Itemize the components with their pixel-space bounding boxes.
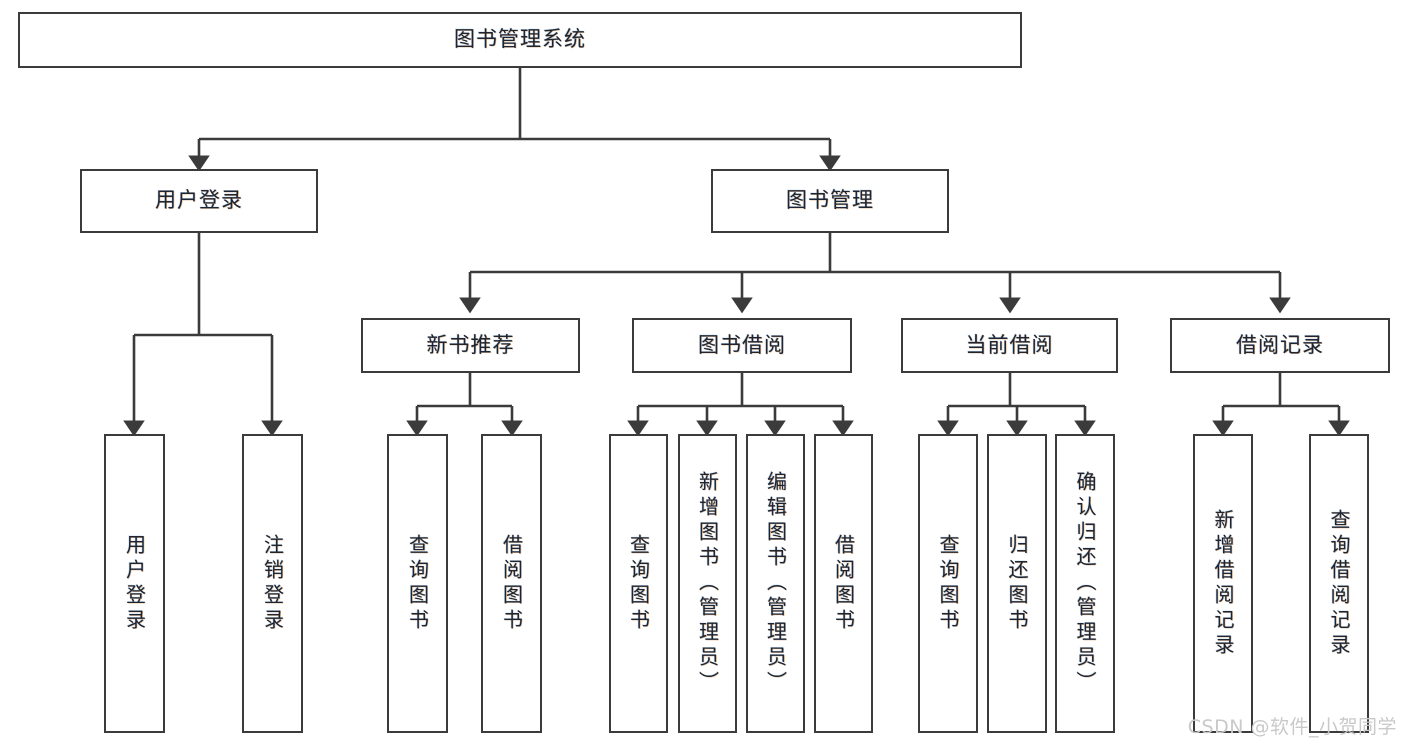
node-book-borrow[interactable]: 图书借阅 [632, 318, 852, 373]
leaf-return-book[interactable]: 归还图书 [987, 434, 1047, 733]
leaf-user-login[interactable]: 用户登录 [104, 434, 165, 733]
leaf-edit-book-admin[interactable]: 编辑图书（管理员） [746, 434, 805, 733]
node-label: 图书借阅 [698, 332, 786, 357]
node-label: 借阅记录 [1236, 332, 1324, 357]
node-label: 图书管理系统 [454, 27, 586, 52]
node-label: 借阅图书 [831, 533, 856, 634]
leaf-add-borrow-record[interactable]: 新增借阅记录 [1193, 434, 1253, 733]
node-label: 新增图书（管理员） [695, 471, 720, 696]
csdn-watermark: CSDN @软件_小贺同学 [1187, 716, 1397, 738]
leaf-query-book-recommend[interactable]: 查询图书 [387, 434, 448, 733]
node-label: 确认归还（管理员） [1073, 471, 1097, 696]
node-label: 编辑图书（管理员） [763, 471, 788, 696]
node-user-login[interactable]: 用户登录 [80, 169, 318, 233]
leaf-query-borrow-record[interactable]: 查询借阅记录 [1309, 434, 1369, 733]
node-root-book-management-system[interactable]: 图书管理系统 [18, 12, 1022, 68]
node-label: 归还图书 [1005, 533, 1029, 634]
node-borrow-record[interactable]: 借阅记录 [1170, 318, 1390, 373]
leaf-borrow-book[interactable]: 借阅图书 [814, 434, 873, 733]
node-label: 借阅图书 [499, 533, 524, 634]
node-current-borrow[interactable]: 当前借阅 [901, 318, 1118, 373]
node-label: 当前借阅 [965, 332, 1054, 357]
node-label: 新增借阅记录 [1211, 508, 1235, 659]
node-label: 查询借阅记录 [1327, 508, 1351, 659]
leaf-confirm-return-admin[interactable]: 确认归还（管理员） [1055, 434, 1115, 733]
node-label: 新书推荐 [426, 332, 515, 357]
leaf-add-book-admin[interactable]: 新增图书（管理员） [678, 434, 737, 733]
node-label: 用户登录 [155, 188, 243, 213]
node-label: 查询图书 [626, 533, 651, 634]
node-label: 注销登录 [260, 533, 285, 634]
leaf-query-book-current[interactable]: 查询图书 [918, 434, 978, 733]
leaf-borrow-book-recommend[interactable]: 借阅图书 [481, 434, 542, 733]
node-book-management[interactable]: 图书管理 [711, 169, 949, 233]
node-label: 图书管理 [786, 188, 874, 213]
node-new-book-recommend[interactable]: 新书推荐 [361, 318, 580, 373]
node-label: 查询图书 [936, 533, 960, 634]
node-label: 用户登录 [122, 533, 147, 634]
node-label: 查询图书 [405, 533, 430, 634]
leaf-query-book-borrow[interactable]: 查询图书 [609, 434, 668, 733]
leaf-logout[interactable]: 注销登录 [242, 434, 303, 733]
